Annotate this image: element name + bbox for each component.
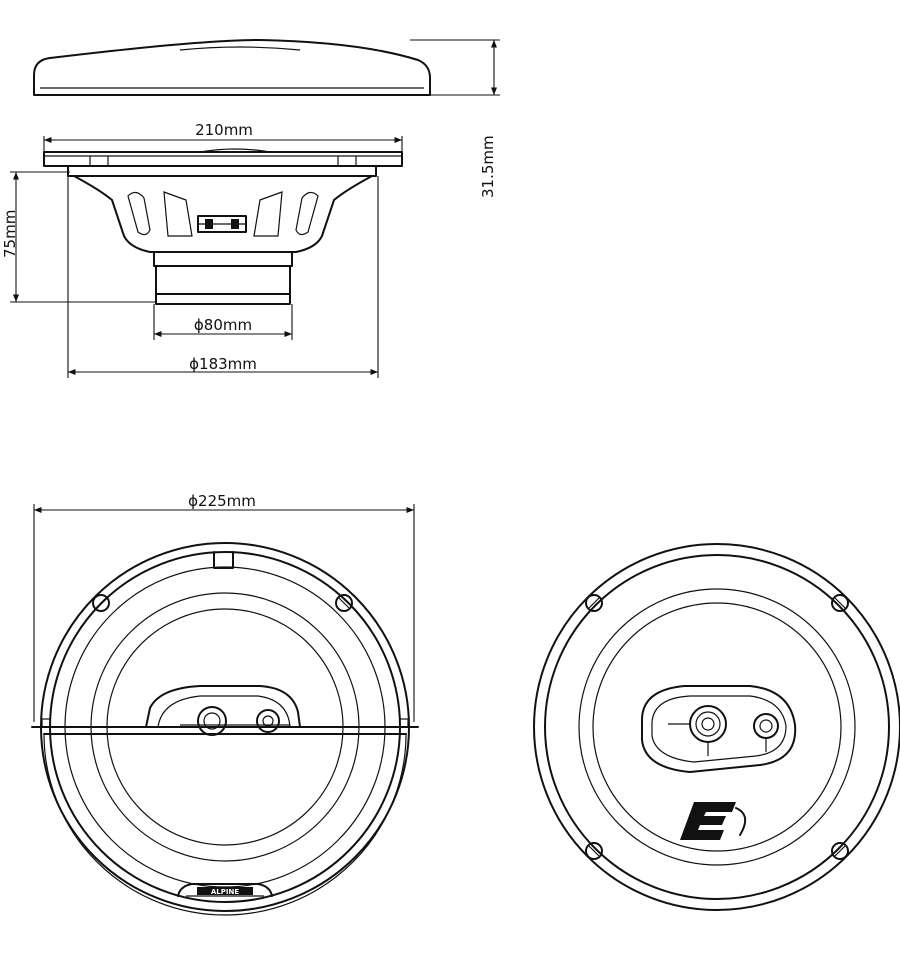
screw-icon: [92, 594, 110, 612]
magnet-diameter-label: ϕ80mm: [194, 316, 252, 334]
dimension-mounting-depth: 31.5mm: [410, 39, 500, 198]
grille-side-profile: [33, 39, 431, 96]
mounting-depth-label: 31.5mm: [479, 135, 497, 198]
alpine-logo-text: ALPINE: [211, 888, 239, 896]
dimension-grille-diameter: ϕ225mm: [33, 492, 415, 722]
screw-icon: [335, 594, 353, 612]
frame-width-label: 210mm: [195, 121, 253, 139]
speaker-side-view: [43, 148, 403, 305]
speaker-front-view-half-grille: ALPINE: [31, 542, 419, 916]
screw-icon: [585, 594, 603, 612]
grille-diameter-label: ϕ225mm: [188, 492, 256, 510]
screw-icon: [585, 842, 603, 860]
screw-icon: [831, 842, 849, 860]
total-depth-label: 75mm: [1, 210, 19, 258]
dimension-total-depth: 75mm: [1, 171, 156, 303]
dimension-magnet-diameter: ϕ80mm: [153, 304, 293, 340]
e-logo-icon: [680, 802, 747, 840]
basket-diameter-label: ϕ183mm: [189, 355, 257, 373]
screw-icon: [831, 594, 849, 612]
speaker-front-view: [533, 543, 900, 911]
dimension-frame-width: 210mm: [43, 121, 403, 152]
dimension-basket-diameter: ϕ183mm: [67, 176, 379, 378]
